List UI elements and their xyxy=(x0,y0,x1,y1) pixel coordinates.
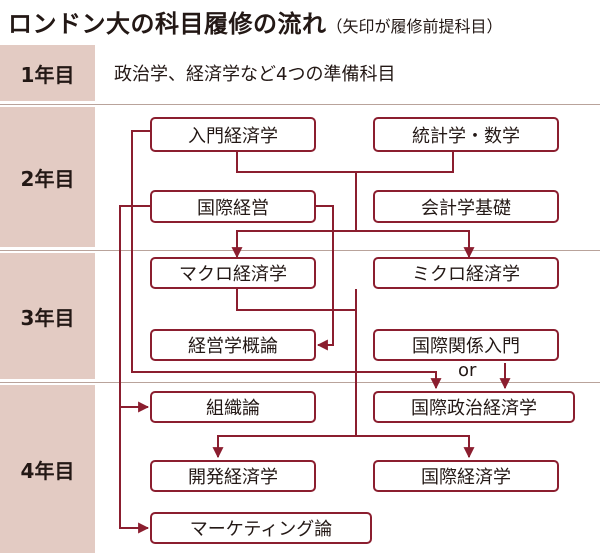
course-macroeconomics: マクロ経済学 xyxy=(150,257,316,289)
divider xyxy=(0,382,600,383)
year-label: 1年目 xyxy=(20,62,75,87)
prereq-lines-year3-to-year4 xyxy=(212,289,475,459)
course-management-theory: 経営学概論 xyxy=(150,329,316,361)
year-label: 3年目 xyxy=(20,305,75,330)
year-band-1: 1年目 xyxy=(0,45,95,101)
course-marketing-theory: マーケティング論 xyxy=(150,512,372,544)
year1-prep-courses: 政治学、経済学など4つの準備科目 xyxy=(114,64,396,85)
year-band-4: 4年目 xyxy=(0,385,95,553)
prereq-lines-intl-management xyxy=(119,205,334,534)
course-organization-theory: 組織論 xyxy=(150,391,316,423)
or-label: or xyxy=(458,360,477,381)
year-label: 2年目 xyxy=(20,166,75,191)
course-intl-economics: 国際経済学 xyxy=(373,460,559,492)
diagram-title: ロンドン大の科目履修の流れ（矢印が履修前提科目） xyxy=(8,4,596,38)
prereq-lines-intro-econ xyxy=(131,130,442,390)
prereq-lines-year2-to-year3 xyxy=(231,152,475,259)
year-band-2: 2年目 xyxy=(0,107,95,247)
course-intl-political-economy: 国際政治経済学 xyxy=(373,391,575,423)
course-microeconomics: ミクロ経済学 xyxy=(373,257,559,289)
title-main: ロンドン大の科目履修の流れ xyxy=(8,10,327,38)
course-stats-math: 統計学・数学 xyxy=(373,117,559,152)
year-band-3: 3年目 xyxy=(0,253,95,379)
course-intro-econ: 入門経済学 xyxy=(150,117,316,152)
course-intl-relations-intro: 国際関係入門 xyxy=(373,329,559,361)
year-label: 4年目 xyxy=(20,458,75,483)
course-intl-management: 国際経営 xyxy=(150,190,316,223)
title-note: （矢印が履修前提科目） xyxy=(326,17,503,36)
divider xyxy=(0,250,600,251)
divider xyxy=(0,104,600,105)
course-development-econ: 開発経済学 xyxy=(150,460,316,492)
course-accounting-basics: 会計学基礎 xyxy=(373,190,559,223)
